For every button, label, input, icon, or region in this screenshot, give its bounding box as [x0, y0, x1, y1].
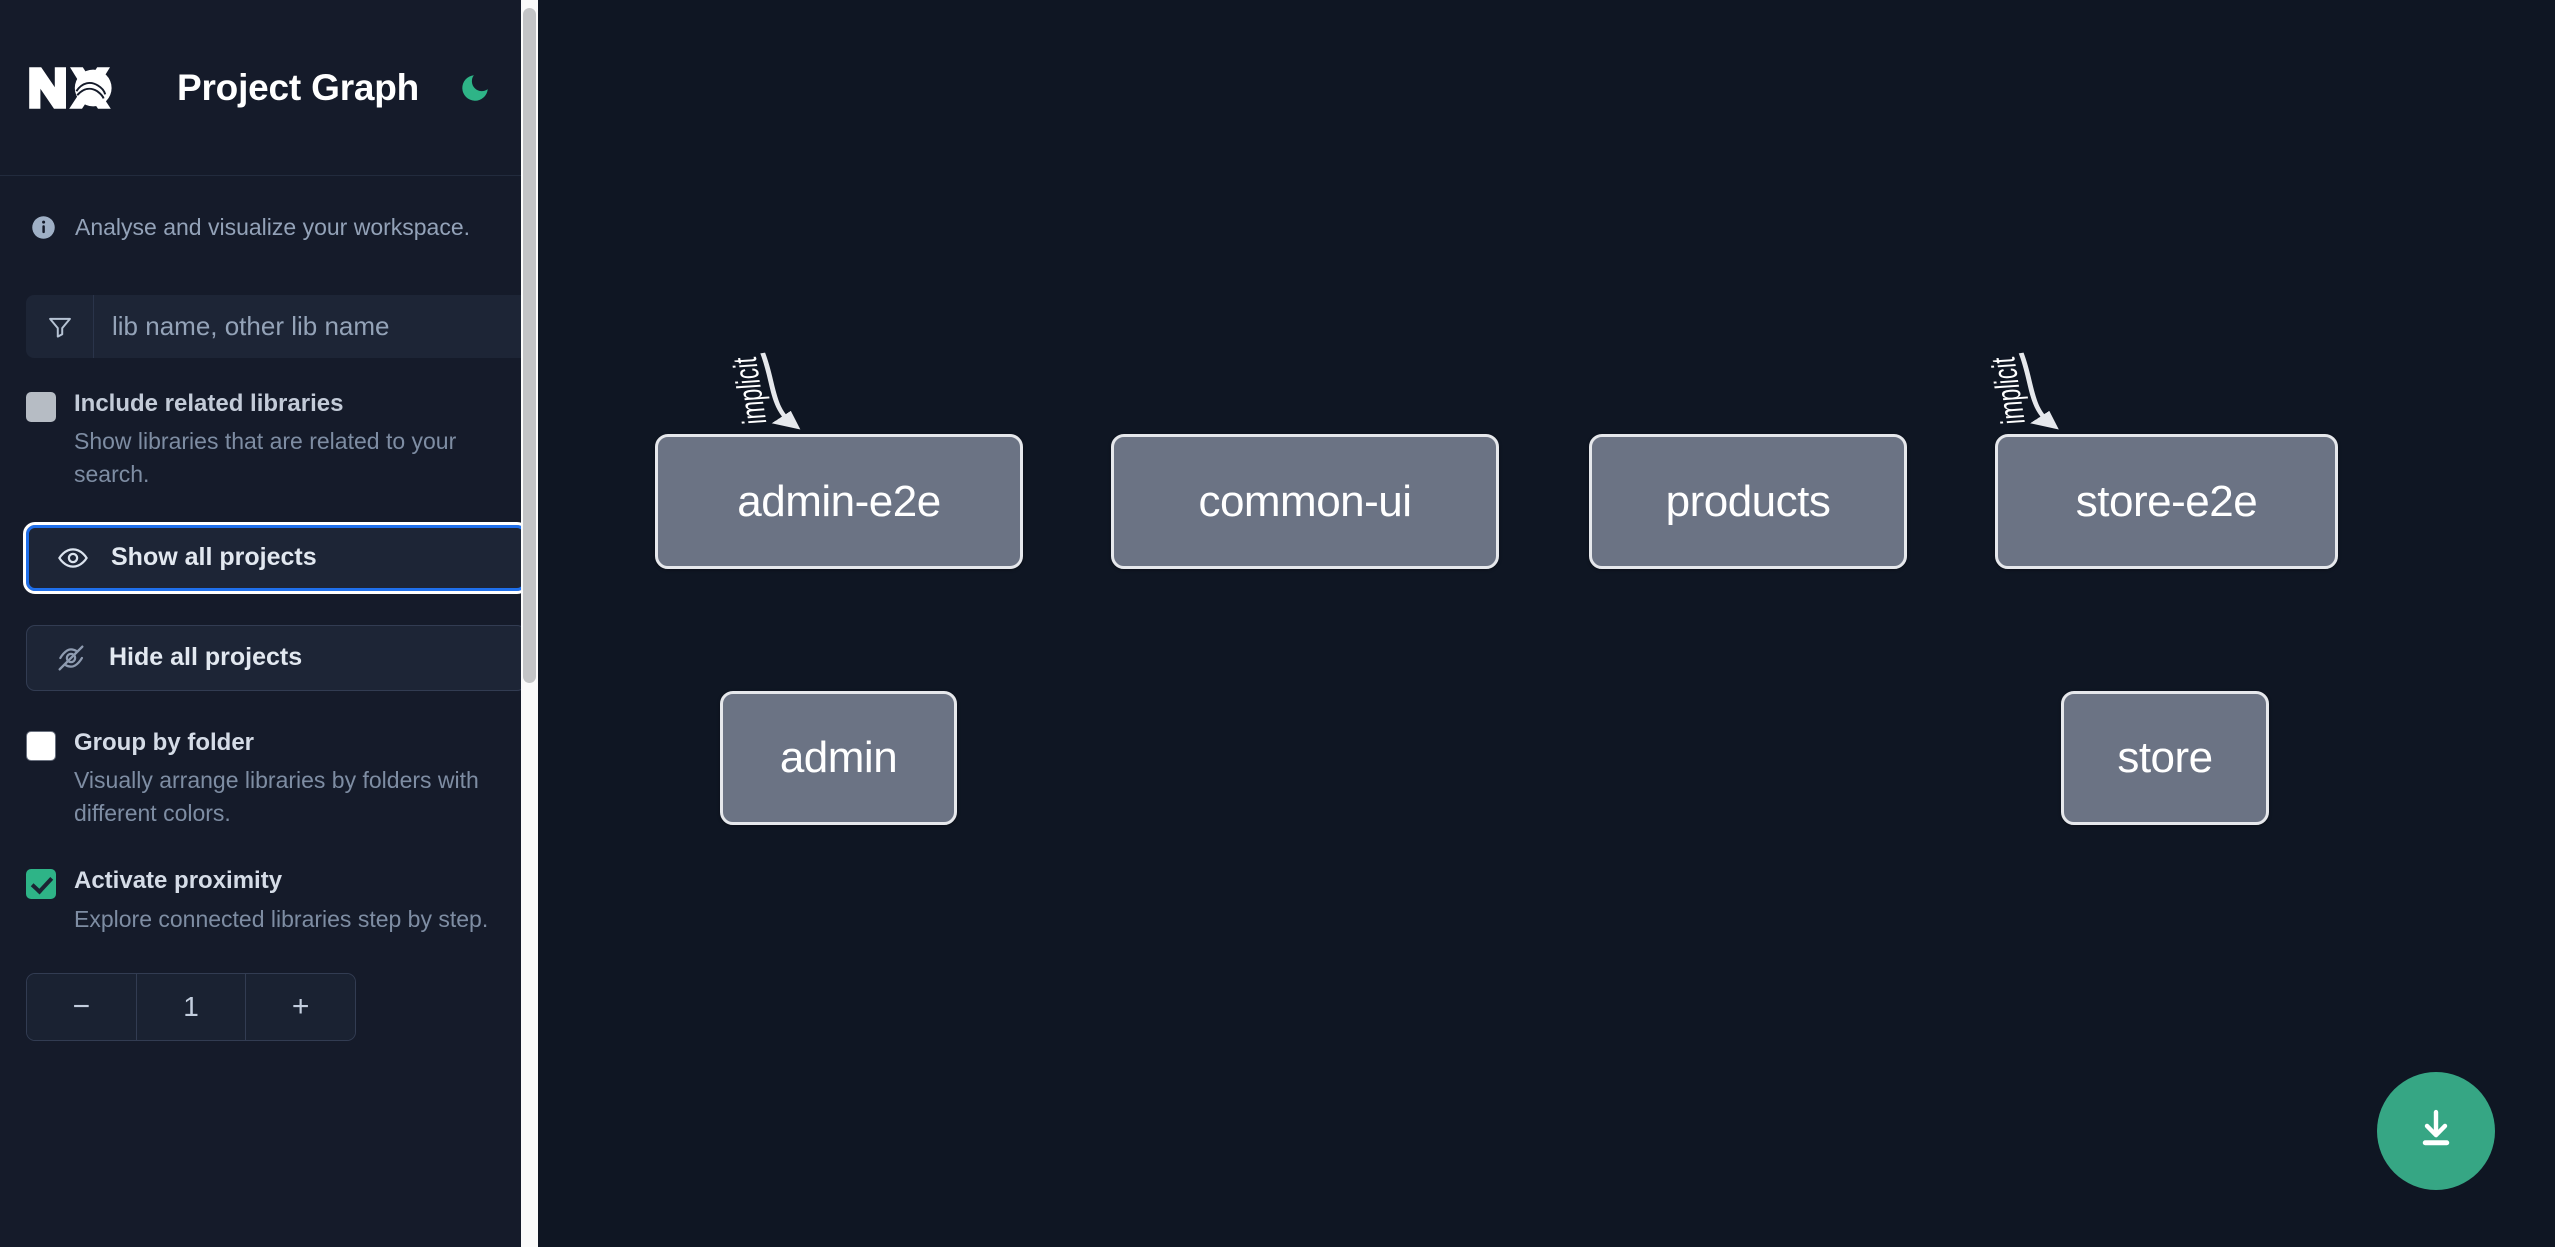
graph-node-store[interactable]: store [2061, 691, 2269, 825]
sidebar-scrollbar-thumb[interactable] [523, 8, 536, 683]
node-label: products [1665, 476, 1831, 526]
option-label: Include related libraries [74, 390, 344, 417]
edge-admin-e2e-to-admin [760, 352, 801, 430]
search-input[interactable] [94, 295, 529, 358]
option-activate-proximity[interactable]: Activate proximity Explore connected lib… [26, 865, 529, 935]
workspace-tagline: Analyse and visualize your workspace. [0, 176, 555, 278]
stepper-decrement-button[interactable]: − [27, 974, 136, 1041]
sidebar: Project Graph Analyse and visualize your… [0, 0, 555, 1247]
option-include-related-libraries[interactable]: Include related libraries Show libraries… [26, 388, 529, 491]
eye-icon [57, 542, 89, 574]
checkbox-group-by-folder[interactable] [26, 730, 56, 761]
hide-all-projects-button[interactable]: Hide all projects [26, 624, 526, 691]
graph-canvas[interactable]: implicit implicit admin-e2e common-ui pr… [555, 0, 2555, 1247]
stepper-value: 1 [135, 974, 246, 1041]
eye-slash-icon [55, 642, 87, 674]
node-label: admin [779, 733, 898, 782]
info-icon [30, 214, 57, 241]
sidebar-edge [538, 0, 555, 1247]
option-label: Activate proximity [74, 867, 283, 895]
sidebar-header: Project Graph [0, 0, 555, 176]
node-label: store-e2e [2075, 476, 2258, 526]
checkbox-activate-proximity[interactable] [26, 869, 56, 900]
node-label: store [2117, 733, 2213, 782]
download-button[interactable] [2377, 1072, 2495, 1190]
show-all-projects-button[interactable]: Show all projects [23, 521, 529, 594]
node-label: common-ui [1198, 476, 1412, 526]
proximity-stepper[interactable]: − 1 + [26, 973, 356, 1042]
checkbox-include-related-libraries[interactable] [26, 392, 56, 422]
stepper-increment-button[interactable]: + [245, 974, 355, 1041]
page-title: Project Graph [177, 66, 420, 108]
edge-store-e2e-to-store [2018, 352, 2059, 430]
hide-all-projects-label: Hide all projects [109, 643, 303, 672]
node-label: admin-e2e [737, 476, 941, 526]
show-all-projects-label: Show all projects [111, 543, 317, 572]
tagline-text: Analyse and visualize your workspace. [75, 213, 471, 240]
option-label: Group by folder [74, 728, 254, 756]
graph-node-products[interactable]: products [1589, 434, 1907, 569]
option-description: Explore connected libraries step by step… [74, 905, 489, 932]
sidebar-body: Include related libraries Show libraries… [0, 295, 555, 1042]
nx-logo-icon [26, 56, 122, 120]
graph-node-store-e2e[interactable]: store-e2e [1995, 434, 2338, 569]
graph-node-admin[interactable]: admin [720, 691, 957, 825]
visibility-buttons: Show all projects Hide all projects [23, 521, 529, 691]
graph-node-admin-e2e[interactable]: admin-e2e [655, 434, 1023, 569]
graph-node-common-ui[interactable]: common-ui [1111, 434, 1499, 569]
filter-funnel-icon [26, 295, 94, 358]
option-description: Visually arrange libraries by folders wi… [74, 767, 479, 826]
download-icon [2413, 1106, 2459, 1157]
moon-icon[interactable] [453, 66, 497, 110]
search-field[interactable] [26, 295, 529, 358]
graph-edges: implicit implicit [726, 352, 2059, 430]
option-group-by-folder[interactable]: Group by folder Visually arrange librari… [26, 727, 529, 830]
option-description: Show libraries that are related to your … [74, 428, 457, 488]
